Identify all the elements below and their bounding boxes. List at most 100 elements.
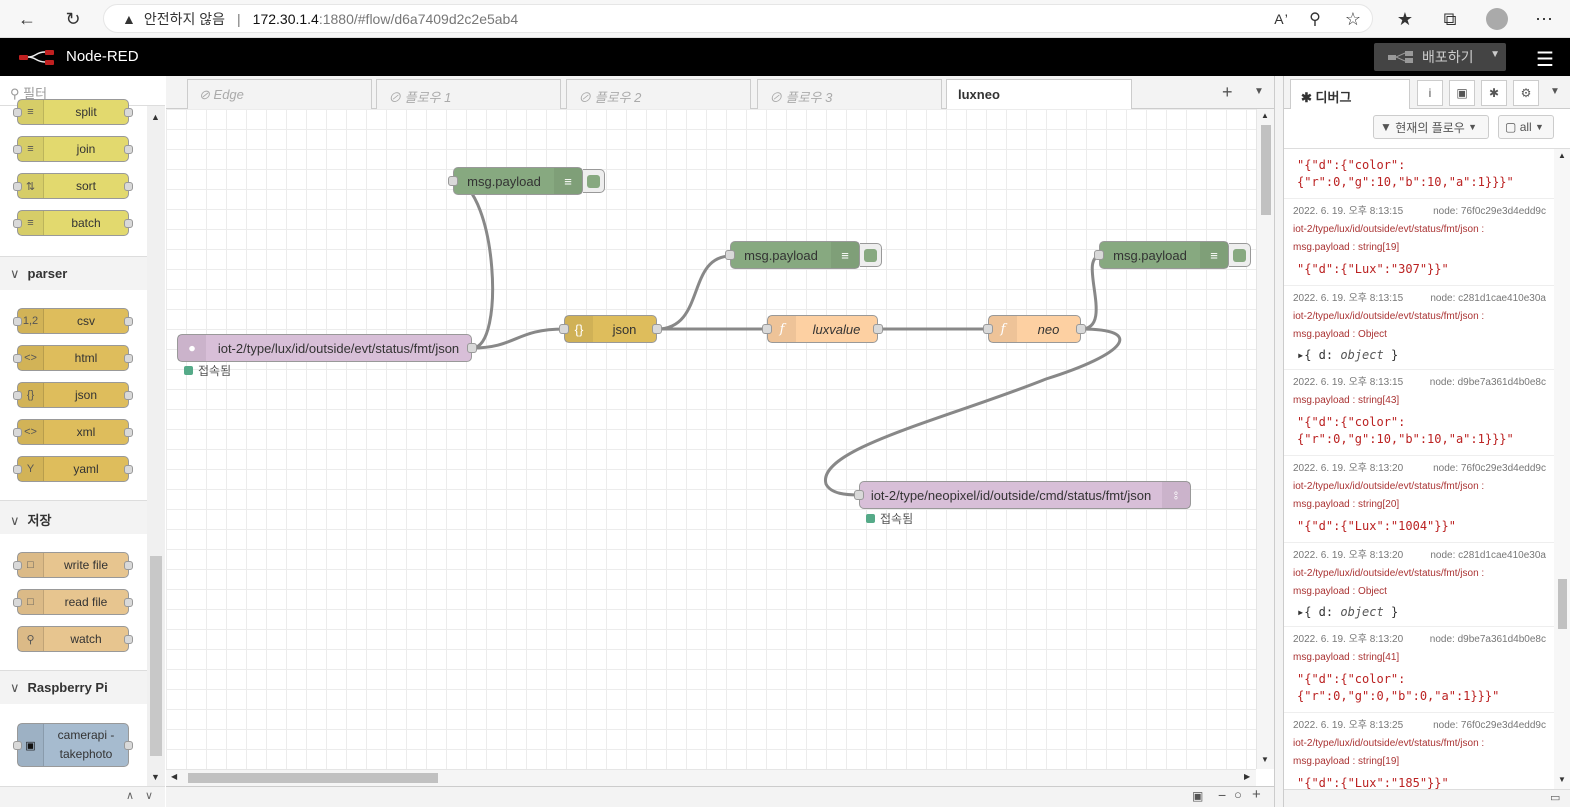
scroll-up-icon[interactable]: ▲: [151, 112, 160, 122]
scroll-down-icon[interactable]: ▼: [151, 772, 160, 782]
palette-node-xml[interactable]: <>xml: [13, 419, 133, 445]
expand-all-icon[interactable]: ∨: [145, 790, 154, 802]
palette-node-watch[interactable]: ⚲watch: [17, 626, 133, 652]
tab-flow-3[interactable]: ⊘ 플로우 3: [757, 79, 942, 109]
palette-node-sort[interactable]: ⇅sort: [13, 173, 133, 199]
back-icon[interactable]: ←: [18, 8, 36, 29]
palette-node-write-file[interactable]: □write file: [13, 552, 133, 578]
palette-node-json[interactable]: {}json: [13, 382, 133, 408]
read-aloud-icon[interactable]: A ’: [1274, 11, 1288, 27]
navigator-icon[interactable]: ▣: [1192, 789, 1204, 803]
favorite-add-icon[interactable]: ☆: [1344, 8, 1362, 29]
zoom-out-icon[interactable]: −: [1218, 787, 1227, 803]
collections-icon[interactable]: ⧉: [1443, 8, 1457, 29]
popout-icon[interactable]: ▭: [1550, 792, 1561, 804]
debug-toggle-button[interactable]: [1229, 243, 1251, 267]
palette-node-read-file[interactable]: □read file: [13, 589, 133, 615]
debug-filter-select[interactable]: ▼ 현재의 플로우 ▼: [1373, 115, 1489, 139]
palette-node-camerapi[interactable]: ▣camerapi - takephoto: [13, 723, 133, 767]
debug-scrollbar[interactable]: ▲ ▼: [1554, 149, 1570, 789]
flow-workspace[interactable]: msg.payload ≡ msg.payload ≡ msg.payload …: [166, 109, 1256, 769]
profile-icon[interactable]: [1484, 6, 1510, 32]
caret-right-icon: ▸: [1297, 605, 1305, 619]
palette-node-split[interactable]: ≡split: [13, 99, 133, 125]
json-icon: {}: [18, 383, 44, 407]
info-icon[interactable]: i: [1417, 80, 1443, 106]
status-dot-icon: [866, 514, 875, 523]
reload-icon[interactable]: ↻: [65, 8, 81, 29]
tab-luxneo[interactable]: luxneo: [946, 79, 1132, 110]
caret-down-icon[interactable]: ▼: [1490, 49, 1500, 60]
tab-edge[interactable]: ⊘ Edge: [187, 79, 372, 109]
mqtt-out-node[interactable]: iot-2/type/neopixel/id/outside/cmd/statu…: [854, 481, 1191, 509]
sidebar-tabs: ✱ 디버그 i ▣ ✱ ⚙ ▼: [1284, 76, 1570, 110]
status-dot-icon: [184, 366, 193, 375]
tab-debug[interactable]: ✱ 디버그: [1290, 79, 1410, 110]
split-icon: ≡: [18, 100, 44, 124]
scroll-left-icon[interactable]: ◀: [171, 772, 178, 781]
workspace-vertical-scrollbar[interactable]: ▲ ▼: [1256, 109, 1274, 769]
function-node-luxvalue[interactable]: f luxvalue: [762, 315, 883, 343]
app-header: Node-RED 배포하기 ▼ ☰: [0, 38, 1570, 76]
more-icon[interactable]: ⋯: [1535, 8, 1553, 29]
hamburger-menu-icon[interactable]: ☰: [1536, 49, 1554, 71]
debug-toggle-button[interactable]: [583, 169, 605, 193]
category-raspberry-pi[interactable]: ∨Raspberry Pi: [0, 670, 147, 704]
gear-icon[interactable]: ⚙: [1513, 80, 1539, 106]
tab-menu-icon[interactable]: ▼: [1254, 86, 1264, 97]
sidebar-separator[interactable]: [1274, 76, 1283, 807]
chevron-down-icon[interactable]: ▼: [1550, 86, 1560, 97]
debug-scroll-thumb[interactable]: [1558, 579, 1567, 629]
debug-node-1[interactable]: msg.payload ≡: [448, 167, 605, 195]
scroll-up-icon[interactable]: ▲: [1261, 111, 1269, 120]
bug-icon[interactable]: ✱: [1481, 80, 1507, 106]
function-node-neo[interactable]: f neo: [983, 315, 1086, 343]
workspace-horizontal-scrollbar[interactable]: ◀ ▶: [166, 769, 1256, 786]
zoom-out-icon[interactable]: ⚲: [1309, 11, 1321, 28]
workspace-horizontal-thumb[interactable]: [188, 773, 438, 783]
palette-scrollbar[interactable]: ▲ ▼: [147, 106, 165, 786]
deploy-button[interactable]: 배포하기 ▼: [1374, 43, 1506, 71]
object-expander[interactable]: ▸{ d: object }: [1297, 605, 1399, 619]
debug-node-2[interactable]: msg.payload ≡: [725, 241, 882, 269]
category-parser[interactable]: ∨parser: [0, 256, 147, 290]
json-node[interactable]: {} json: [559, 315, 662, 343]
scroll-down-icon[interactable]: ▼: [1558, 775, 1566, 784]
scroll-right-icon[interactable]: ▶: [1244, 772, 1251, 781]
mqtt-in-node[interactable]: ⦁ iot-2/type/lux/id/outside/evt/status/f…: [177, 334, 477, 362]
tab-flow-2[interactable]: ⊘ 플로우 2: [566, 79, 751, 109]
palette-node-batch[interactable]: ≡batch: [13, 210, 133, 236]
wire: [656, 254, 732, 331]
debug-node-3[interactable]: msg.payload ≡: [1094, 241, 1251, 269]
object-expander[interactable]: ▸{ d: object }: [1297, 348, 1399, 362]
address-bar[interactable]: ▲ 안전하지 않음 | 172.30.1.4:1880/#flow/d6a740…: [103, 4, 1373, 33]
zoom-reset-icon[interactable]: ○: [1234, 787, 1242, 802]
palette-node-join[interactable]: ≡join: [13, 136, 133, 162]
workspace-vertical-thumb[interactable]: [1261, 125, 1271, 215]
scroll-down-icon[interactable]: ▼: [1261, 755, 1269, 764]
collapse-all-icon[interactable]: ∧: [126, 790, 135, 802]
book-icon[interactable]: ▣: [1449, 80, 1475, 106]
favorites-icon[interactable]: ★: [1396, 8, 1414, 29]
clear-debug-button[interactable]: ▢ all ▼: [1498, 115, 1554, 139]
scroll-up-icon[interactable]: ▲: [1558, 151, 1566, 160]
zoom-in-icon[interactable]: +: [1252, 786, 1261, 803]
wires: [455, 179, 1122, 497]
debug-toggle-button[interactable]: [860, 243, 882, 267]
add-tab-icon[interactable]: +: [1222, 82, 1233, 102]
palette-scroll-thumb[interactable]: [150, 556, 162, 756]
debug-message[interactable]: "{"d":{"color": {"r":0,"g":10,"b":10,"a"…: [1284, 149, 1554, 199]
category-storage[interactable]: ∨저장: [0, 500, 147, 534]
palette-node-html[interactable]: <>html: [13, 345, 133, 371]
chevron-down-icon: ∨: [10, 513, 20, 528]
tab-flow-1[interactable]: ⊘ 플로우 1: [376, 79, 561, 109]
